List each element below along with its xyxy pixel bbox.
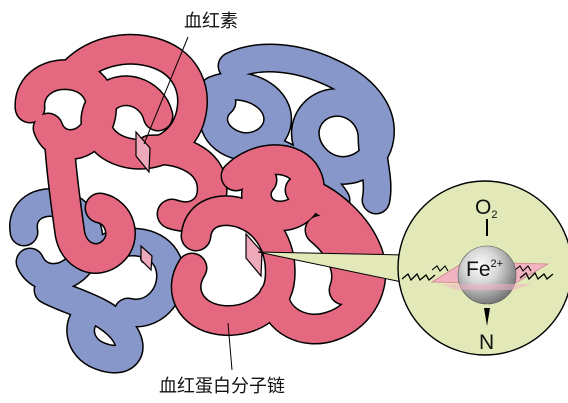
heme-leader-line (143, 36, 189, 145)
alpha-chain-bottom-right (170, 144, 387, 345)
porphyrin-edge-back-right (514, 265, 532, 272)
porphyrin-edge-back-left (431, 265, 449, 272)
heme-label: 血红素 (184, 11, 238, 32)
oxygen-label: O2 (475, 196, 497, 221)
oxygen-subscript: 2 (491, 209, 497, 221)
iron-label: Fe2+ (466, 258, 503, 281)
heme-group-top-left (135, 130, 151, 174)
alpha-chain-top-left (14, 33, 228, 274)
iron-callout: Fe2+ O2 N (397, 180, 568, 356)
heme-plate-front (442, 284, 532, 290)
beta-chain-bottom-left (9, 188, 185, 374)
porphyrin-edge-right (519, 271, 554, 281)
nitrogen-wedge-bond (484, 308, 490, 326)
subunit-label: 血红蛋白分子链 (159, 376, 285, 397)
porphyrin-edge-left (401, 272, 436, 282)
heme-group-bottom-right (245, 232, 263, 278)
subunit-leader-line (227, 322, 233, 371)
iron-charge: 2+ (491, 258, 504, 270)
heme-group-middle (140, 244, 153, 272)
nitrogen-label: N (479, 331, 494, 354)
